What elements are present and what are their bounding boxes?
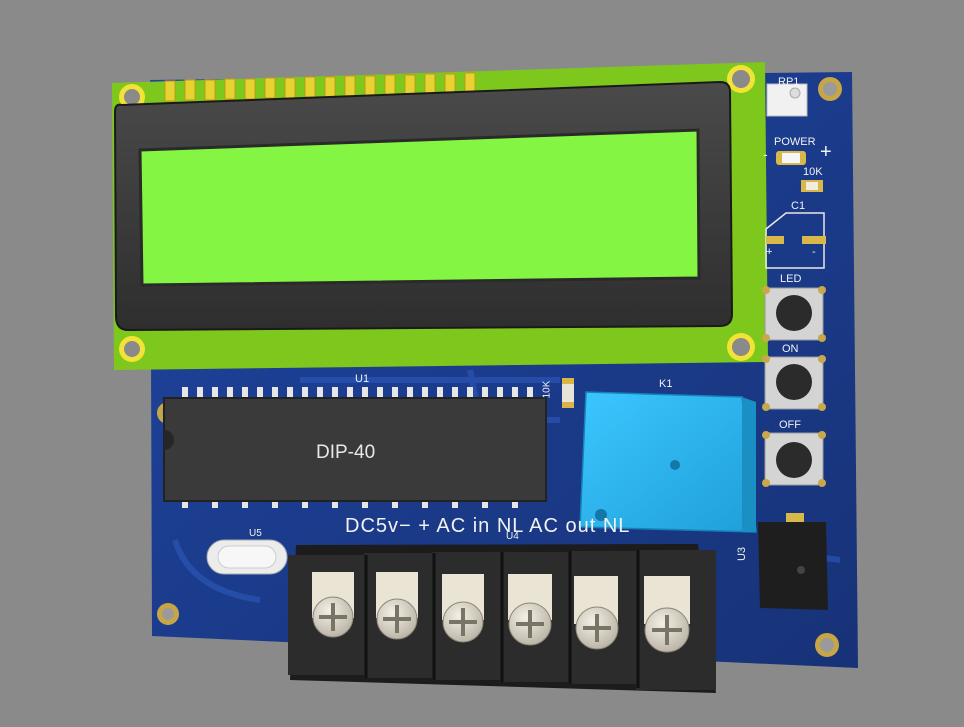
label-resistor-top: 10K	[803, 166, 823, 178]
label-cap-minus: -	[812, 246, 816, 258]
label-c1: C1	[791, 200, 806, 212]
label-u1: U1	[355, 373, 370, 385]
crystal-u5	[206, 539, 288, 575]
lcd-mounting-hole	[727, 333, 755, 361]
lcd-mounting-hole	[119, 336, 145, 362]
resistor-10k-vertical	[562, 378, 574, 408]
terminal-screw[interactable]	[312, 596, 354, 638]
label-power: POWER	[774, 136, 816, 148]
label-button-off: OFF	[779, 419, 801, 431]
capacitor-c1	[765, 212, 826, 269]
mounting-hole	[157, 603, 179, 625]
label-led-plus: +	[820, 141, 832, 163]
trimmer-rp1	[766, 83, 808, 117]
terminal-screw[interactable]	[508, 602, 552, 646]
mounting-hole	[815, 633, 839, 657]
terminal-block	[288, 544, 716, 693]
button-off[interactable]	[762, 431, 826, 487]
button-on[interactable]	[762, 355, 826, 411]
buzzer-u3	[758, 513, 828, 610]
lcd-screen	[138, 128, 701, 287]
terminal-screw[interactable]	[575, 606, 619, 650]
lcd-mounting-hole	[727, 65, 755, 93]
lcd-module	[112, 62, 768, 370]
label-terminal-pins: DC5v− + AC in NL AC out NL	[345, 515, 631, 537]
mounting-hole	[818, 77, 842, 101]
terminal-screw[interactable]	[644, 607, 690, 653]
terminal-screw[interactable]	[376, 598, 418, 640]
label-u4: U4	[506, 531, 519, 542]
label-u3: U3	[736, 546, 749, 562]
terminal-screw[interactable]	[442, 601, 484, 643]
label-ic-package: DIP-40	[316, 442, 376, 463]
label-cap-plus: +	[766, 246, 773, 258]
label-button-on: ON	[782, 343, 799, 355]
label-rp1: RP1	[778, 76, 800, 88]
label-u5: U5	[249, 528, 262, 539]
relay-k1	[579, 391, 757, 533]
power-led	[776, 151, 806, 165]
label-k1: K1	[659, 378, 673, 390]
button-led[interactable]	[762, 286, 826, 342]
label-resistor-mid: 10K	[541, 380, 553, 399]
label-led-minus: -	[763, 146, 768, 162]
ic-dip40	[163, 387, 547, 508]
resistor-10k-smd	[801, 180, 823, 192]
label-button-led: LED	[780, 273, 802, 285]
